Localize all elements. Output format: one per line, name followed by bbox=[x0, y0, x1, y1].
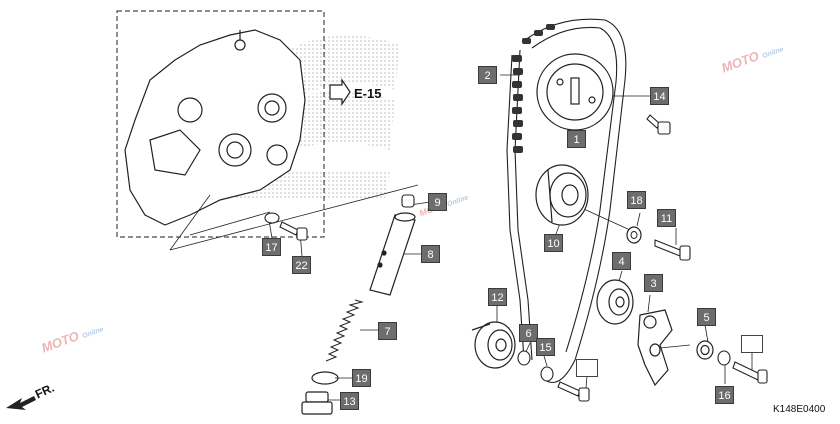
callout-22[interactable]: 22 bbox=[292, 256, 311, 274]
washer-16 bbox=[717, 350, 731, 366]
callout-5[interactable]: 5 bbox=[697, 308, 716, 326]
washer-15 bbox=[540, 366, 554, 382]
cam-chain bbox=[506, 18, 627, 384]
tensioner-arm bbox=[637, 309, 673, 387]
callout-7[interactable]: 7 bbox=[378, 322, 397, 340]
collar-6 bbox=[517, 350, 531, 366]
front-direction-arrow-icon bbox=[6, 396, 36, 410]
callout-6[interactable]: 6 bbox=[519, 324, 538, 342]
callout-10[interactable]: 10 bbox=[544, 234, 563, 252]
bolt-14 bbox=[646, 114, 671, 135]
diagram-code: K148E0400 bbox=[773, 404, 826, 415]
bolt-16 bbox=[732, 361, 768, 384]
bolt-lower bbox=[557, 381, 590, 402]
callout-14[interactable]: 14 bbox=[650, 87, 669, 105]
callout-blank-right[interactable] bbox=[741, 335, 763, 353]
lower-roller bbox=[471, 321, 516, 369]
reference-arrow-icon bbox=[329, 78, 351, 106]
callout-8[interactable]: 8 bbox=[421, 245, 440, 263]
tensioner-roller bbox=[596, 279, 634, 325]
callout-1[interactable]: 1 bbox=[567, 130, 586, 148]
crankcase bbox=[124, 29, 306, 226]
sealing-bolt-13 bbox=[301, 391, 333, 415]
washer-hole bbox=[630, 231, 638, 239]
collar-5 bbox=[696, 340, 714, 360]
cap-9 bbox=[401, 194, 415, 208]
callout-2[interactable]: 2 bbox=[478, 66, 497, 84]
reference-label[interactable]: E-15 bbox=[354, 86, 382, 101]
spring-7 bbox=[325, 299, 364, 362]
washer-17 bbox=[264, 212, 280, 224]
callout-11[interactable]: 11 bbox=[657, 209, 676, 227]
callout-3[interactable]: 3 bbox=[644, 274, 663, 292]
callout-4[interactable]: 4 bbox=[612, 252, 631, 270]
callout-19[interactable]: 19 bbox=[352, 369, 371, 387]
o-ring-19 bbox=[311, 371, 339, 385]
guide-roller bbox=[535, 164, 589, 226]
tensioner-rod bbox=[369, 212, 416, 296]
callout-16[interactable]: 16 bbox=[715, 386, 734, 404]
callout-15[interactable]: 15 bbox=[536, 338, 555, 356]
callout-18[interactable]: 18 bbox=[627, 191, 646, 209]
bolt-22 bbox=[279, 221, 308, 241]
callout-blank-lower[interactable] bbox=[576, 359, 598, 377]
callout-9[interactable]: 9 bbox=[428, 193, 447, 211]
bolt-11 bbox=[654, 239, 691, 261]
callout-12[interactable]: 12 bbox=[488, 288, 507, 306]
cam-sprocket bbox=[536, 53, 614, 131]
callout-17[interactable]: 17 bbox=[262, 238, 281, 256]
callout-13[interactable]: 13 bbox=[340, 392, 359, 410]
